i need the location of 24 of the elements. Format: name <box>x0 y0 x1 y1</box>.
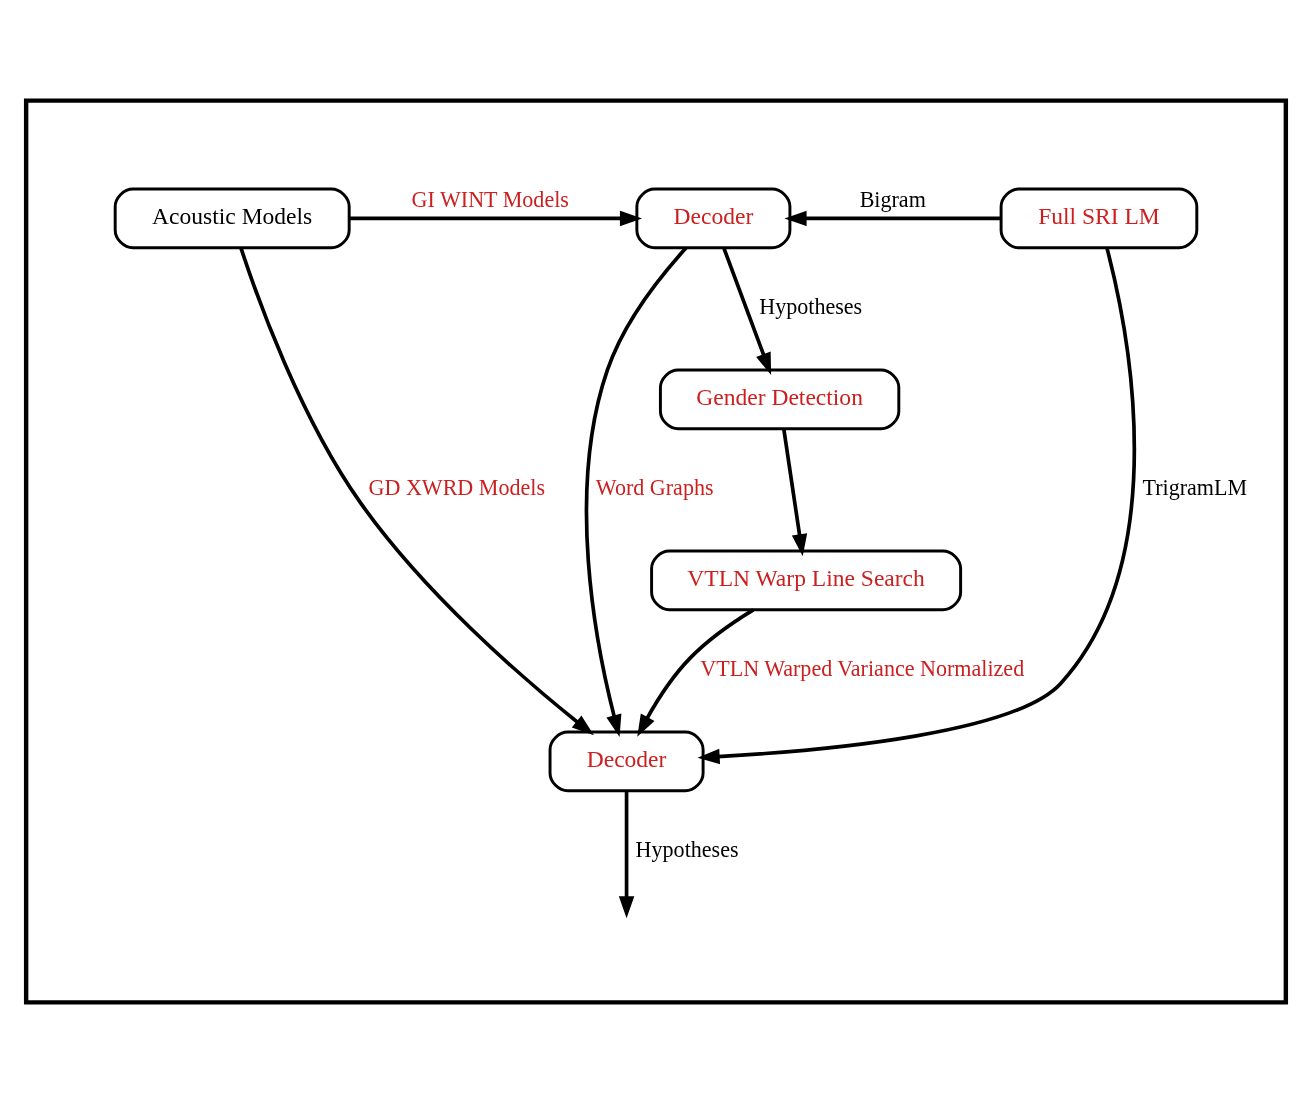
arrow <box>584 246 688 737</box>
arrow <box>239 247 594 736</box>
node-box: Full SRI LM <box>999 187 1199 250</box>
node-box: Acoustic Models <box>113 187 351 250</box>
arrow <box>722 247 772 376</box>
edge-label: Hypotheses <box>635 837 739 863</box>
edge-label: Hypotheses <box>759 294 863 320</box>
node-box: VTLN Warp Line Search <box>650 549 963 612</box>
edge-label: Bigram <box>859 186 926 212</box>
node-box: Gender Detection <box>658 368 901 431</box>
cluster <box>23 98 1289 1005</box>
arrow <box>782 428 808 557</box>
edge-label: TrigramLM <box>1142 475 1248 501</box>
edge-label: Word Graphs <box>595 475 714 501</box>
edge-label: GD XWRD Models <box>368 475 546 501</box>
arrow <box>637 608 755 737</box>
arrow <box>784 210 1001 227</box>
edge-label: GI WINT Models <box>411 186 569 212</box>
edge-label: VTLN Warped Variance Normalized <box>700 656 1025 682</box>
arrow <box>618 791 635 919</box>
node-box: Decoder <box>635 187 792 250</box>
node-box: Decoder <box>548 730 705 793</box>
arrow <box>697 247 1137 765</box>
arrow <box>349 210 643 227</box>
